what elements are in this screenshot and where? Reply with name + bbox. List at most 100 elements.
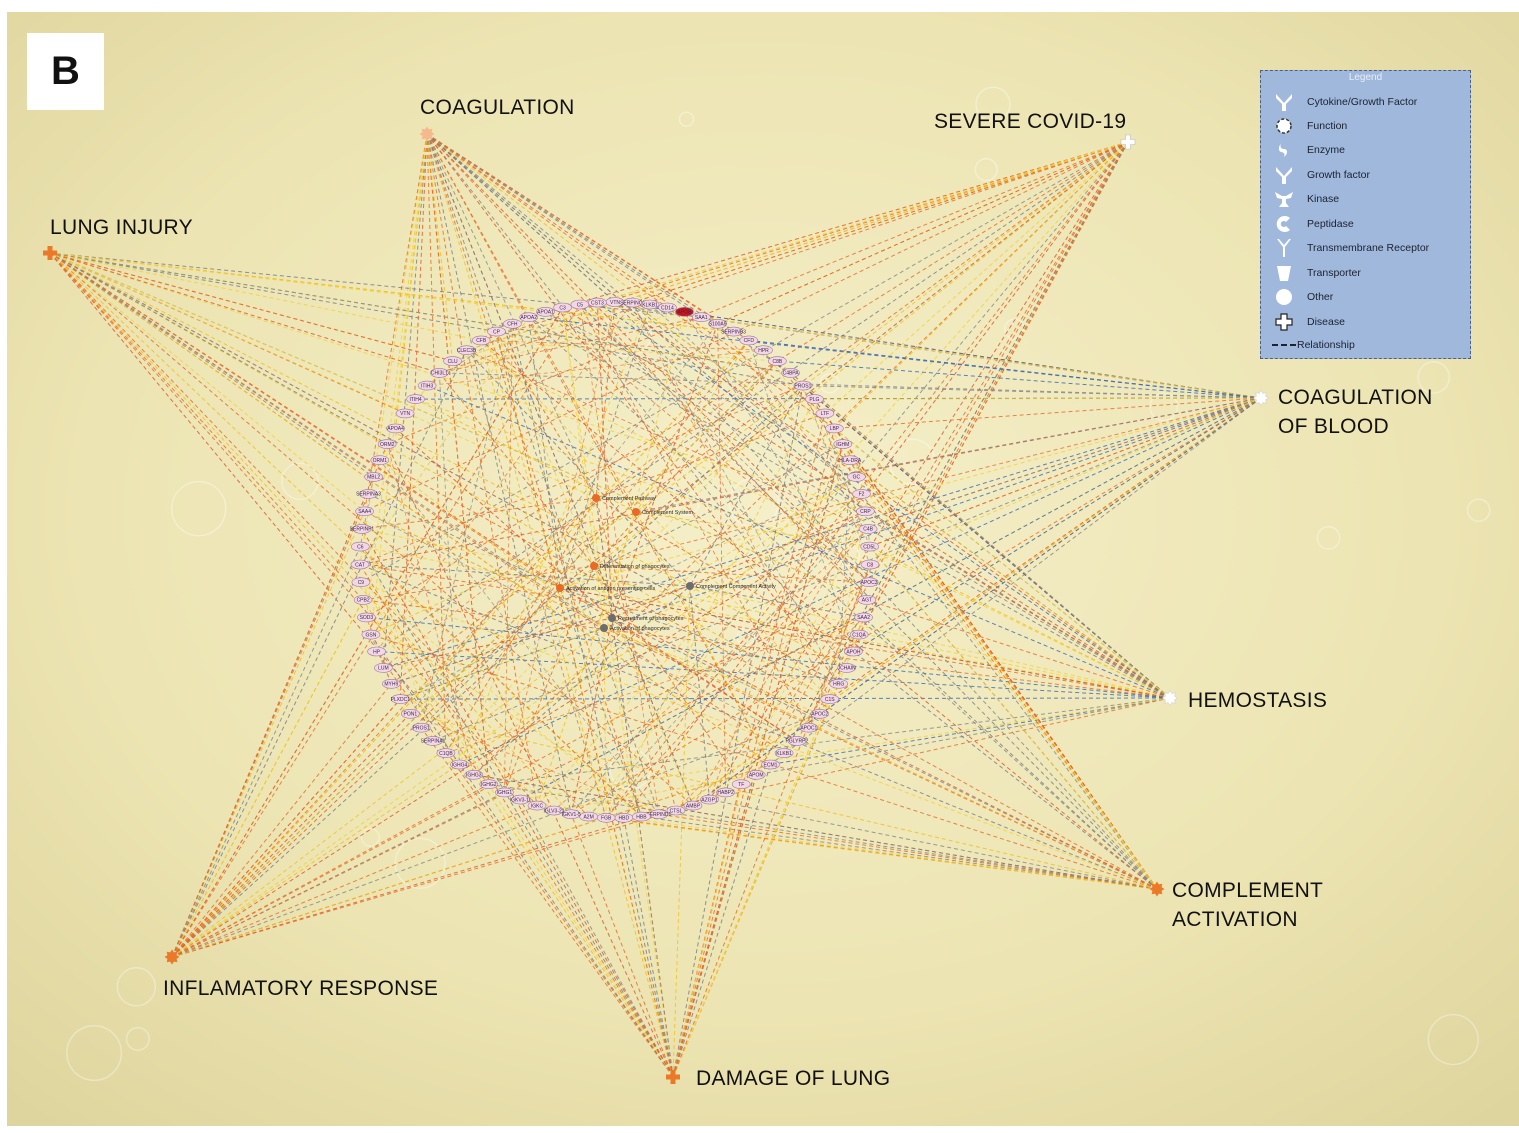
- hub-function-marker[interactable]: [419, 126, 435, 142]
- gene-node[interactable]: [353, 595, 373, 605]
- gene-node[interactable]: [370, 455, 390, 466]
- central-node-marker[interactable]: [608, 614, 616, 622]
- gene-node[interactable]: [860, 559, 880, 570]
- hub-disease-marker[interactable]: [666, 1070, 680, 1084]
- gene-node[interactable]: [716, 787, 735, 798]
- gene-node[interactable]: [561, 809, 581, 820]
- gene-node[interactable]: [400, 708, 420, 719]
- gene-node[interactable]: [381, 678, 401, 689]
- gene-node[interactable]: [579, 811, 598, 822]
- gene-node[interactable]: [754, 345, 773, 356]
- gene-node[interactable]: [649, 809, 669, 820]
- gene-node[interactable]: [761, 759, 780, 770]
- gene-node[interactable]: [519, 312, 539, 323]
- hub-label-complement-activation[interactable]: COMPLEMENT ACTIVATION: [1172, 876, 1323, 934]
- gene-node[interactable]: [367, 646, 386, 657]
- hub-function-marker[interactable]: [1161, 689, 1179, 707]
- gene-node[interactable]: [536, 306, 555, 317]
- gene-node[interactable]: [423, 736, 443, 746]
- gene-node[interactable]: [377, 439, 397, 449]
- gene-node[interactable]: [464, 769, 484, 780]
- central-node-marker[interactable]: [632, 508, 640, 516]
- gene-node[interactable]: [799, 722, 819, 733]
- gene-node[interactable]: [350, 559, 370, 570]
- gene-node[interactable]: [374, 663, 393, 673]
- gene-node[interactable]: [640, 299, 660, 310]
- gene-node[interactable]: [833, 439, 853, 449]
- gene-node[interactable]: [351, 577, 371, 588]
- gene-node[interactable]: [495, 787, 514, 798]
- hub-label-severe-covid-19[interactable]: SEVERE COVID-19: [934, 107, 1126, 136]
- hub-disease-marker[interactable]: [1120, 134, 1136, 150]
- gene-node[interactable]: [361, 629, 381, 640]
- gene-node[interactable]: [683, 800, 703, 811]
- gene-node[interactable]: [430, 368, 449, 378]
- gene-node[interactable]: [436, 748, 456, 758]
- hub-label-hemostasis[interactable]: HEMOSTASIS: [1188, 686, 1327, 715]
- gene-node[interactable]: [746, 769, 766, 780]
- gene-node[interactable]: [511, 794, 530, 805]
- gene-node[interactable]: [487, 326, 506, 337]
- gene-node[interactable]: [820, 694, 840, 704]
- gene-node[interactable]: [847, 472, 866, 482]
- hub-label-coagulation-of-blood[interactable]: COAGULATION OF BLOOD: [1278, 383, 1433, 441]
- hub-disease-marker[interactable]: [43, 246, 57, 260]
- gene-node[interactable]: [527, 800, 547, 811]
- gene-node[interactable]: [859, 577, 879, 588]
- gene-node[interactable]: [675, 306, 694, 317]
- central-node-marker[interactable]: [592, 494, 600, 502]
- gene-node[interactable]: [364, 472, 383, 482]
- hub-function-marker[interactable]: [1149, 881, 1165, 897]
- gene-node[interactable]: [854, 612, 873, 623]
- central-node-marker[interactable]: [600, 624, 608, 632]
- gene-node[interactable]: [739, 335, 759, 346]
- gene-node[interactable]: [395, 408, 415, 419]
- gene-node[interactable]: [844, 646, 863, 657]
- hub-label-lung-injury[interactable]: LUNG INJURY: [50, 213, 193, 242]
- gene-node[interactable]: [359, 489, 378, 499]
- hub-function-marker[interactable]: [164, 949, 180, 965]
- hub-label-damage-of-lung[interactable]: DAMAGE OF LUNG: [696, 1064, 890, 1093]
- gene-node[interactable]: [390, 694, 410, 704]
- gene-node[interactable]: [849, 629, 869, 640]
- gene-node[interactable]: [457, 345, 476, 356]
- gene-node[interactable]: [708, 318, 727, 329]
- hub-function-marker[interactable]: [1252, 389, 1270, 407]
- gene-node[interactable]: [357, 612, 376, 623]
- gene-node[interactable]: [691, 312, 711, 323]
- gene-node[interactable]: [700, 794, 719, 805]
- gene-node[interactable]: [815, 408, 835, 419]
- gene-node[interactable]: [450, 759, 469, 770]
- gene-node[interactable]: [386, 423, 405, 434]
- gene-node[interactable]: [858, 524, 878, 534]
- gene-node[interactable]: [825, 423, 844, 434]
- gene-node[interactable]: [805, 394, 824, 404]
- gene-node[interactable]: [857, 595, 877, 605]
- gene-node[interactable]: [793, 380, 813, 391]
- gene-node[interactable]: [837, 663, 856, 673]
- gene-node[interactable]: [471, 335, 491, 346]
- gene-node[interactable]: [774, 748, 794, 758]
- gene-node[interactable]: [731, 779, 751, 790]
- central-node-marker[interactable]: [590, 562, 598, 570]
- gene-node[interactable]: [588, 297, 607, 308]
- gene-node[interactable]: [829, 678, 849, 689]
- gene-node[interactable]: [411, 722, 431, 733]
- gene-node[interactable]: [479, 779, 499, 790]
- gene-node[interactable]: [544, 805, 564, 816]
- gene-node[interactable]: [503, 318, 522, 329]
- gene-node[interactable]: [724, 326, 743, 337]
- gene-node[interactable]: [406, 394, 425, 404]
- gene-node[interactable]: [350, 541, 370, 552]
- gene-node[interactable]: [781, 368, 800, 378]
- gene-node[interactable]: [768, 356, 787, 366]
- gene-node[interactable]: [355, 506, 374, 517]
- central-node-marker[interactable]: [556, 584, 564, 592]
- gene-node[interactable]: [787, 736, 807, 746]
- gene-node[interactable]: [443, 356, 462, 366]
- central-node-marker[interactable]: [686, 582, 694, 590]
- gene-node[interactable]: [860, 541, 880, 552]
- gene-node[interactable]: [352, 524, 372, 534]
- gene-node[interactable]: [666, 805, 686, 816]
- gene-node[interactable]: [840, 455, 860, 466]
